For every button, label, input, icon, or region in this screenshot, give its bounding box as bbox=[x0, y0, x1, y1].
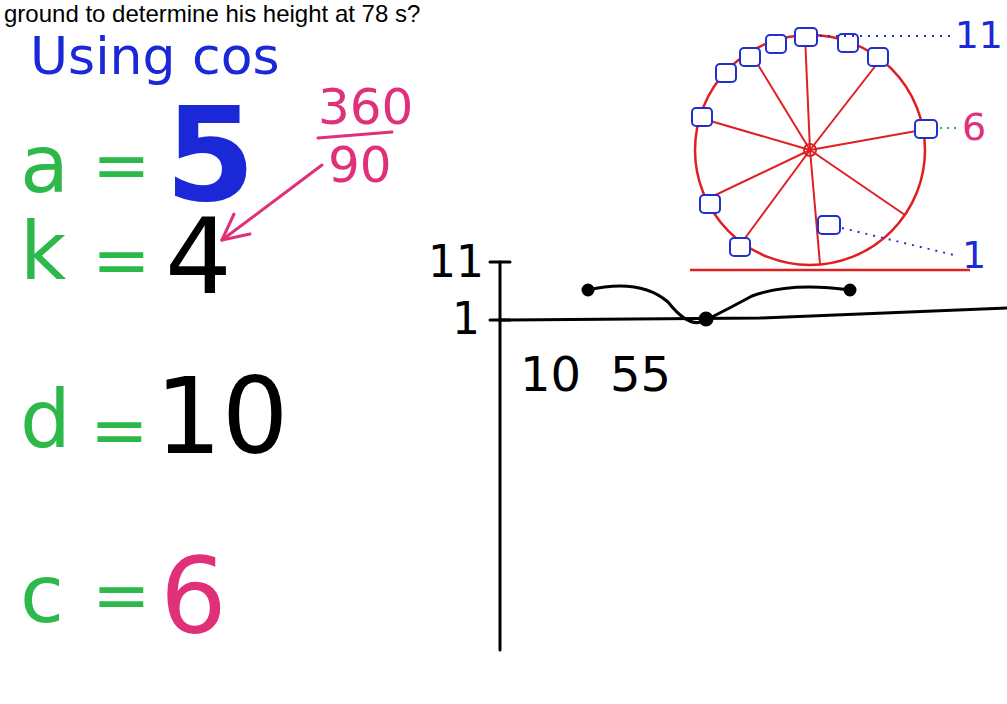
axis-tick-label: 11 bbox=[428, 240, 484, 284]
axis-tick-label: 1 bbox=[452, 297, 480, 341]
equals-sign: = bbox=[92, 225, 151, 295]
height-mark: 1 bbox=[962, 236, 986, 274]
ferris-wheel bbox=[690, 28, 970, 270]
equals-sign: = bbox=[92, 560, 151, 630]
time-label: 10 bbox=[520, 350, 581, 398]
variable-name: c bbox=[20, 555, 64, 635]
height-mark: 11 bbox=[955, 16, 1003, 54]
time-label: 55 bbox=[610, 350, 671, 398]
variable-value: 6 bbox=[160, 545, 227, 650]
equals-sign: = bbox=[92, 130, 151, 200]
height-graph bbox=[490, 262, 1007, 650]
height-mark: 6 bbox=[962, 108, 986, 146]
question-text: ground to determine his height at 78 s? bbox=[4, 2, 420, 26]
variable-value: 5 bbox=[165, 90, 255, 220]
variable-name: d bbox=[20, 380, 71, 460]
fraction-denominator: 90 bbox=[328, 140, 392, 190]
variable-value: 10 bbox=[155, 365, 289, 470]
fraction-numerator: 360 bbox=[318, 82, 413, 132]
variable-value: 4 bbox=[165, 205, 232, 310]
equals-sign: = bbox=[90, 395, 149, 465]
variable-name: a bbox=[20, 125, 69, 205]
variable-name: k bbox=[20, 212, 66, 292]
handwritten-note: Using cos bbox=[30, 30, 280, 82]
